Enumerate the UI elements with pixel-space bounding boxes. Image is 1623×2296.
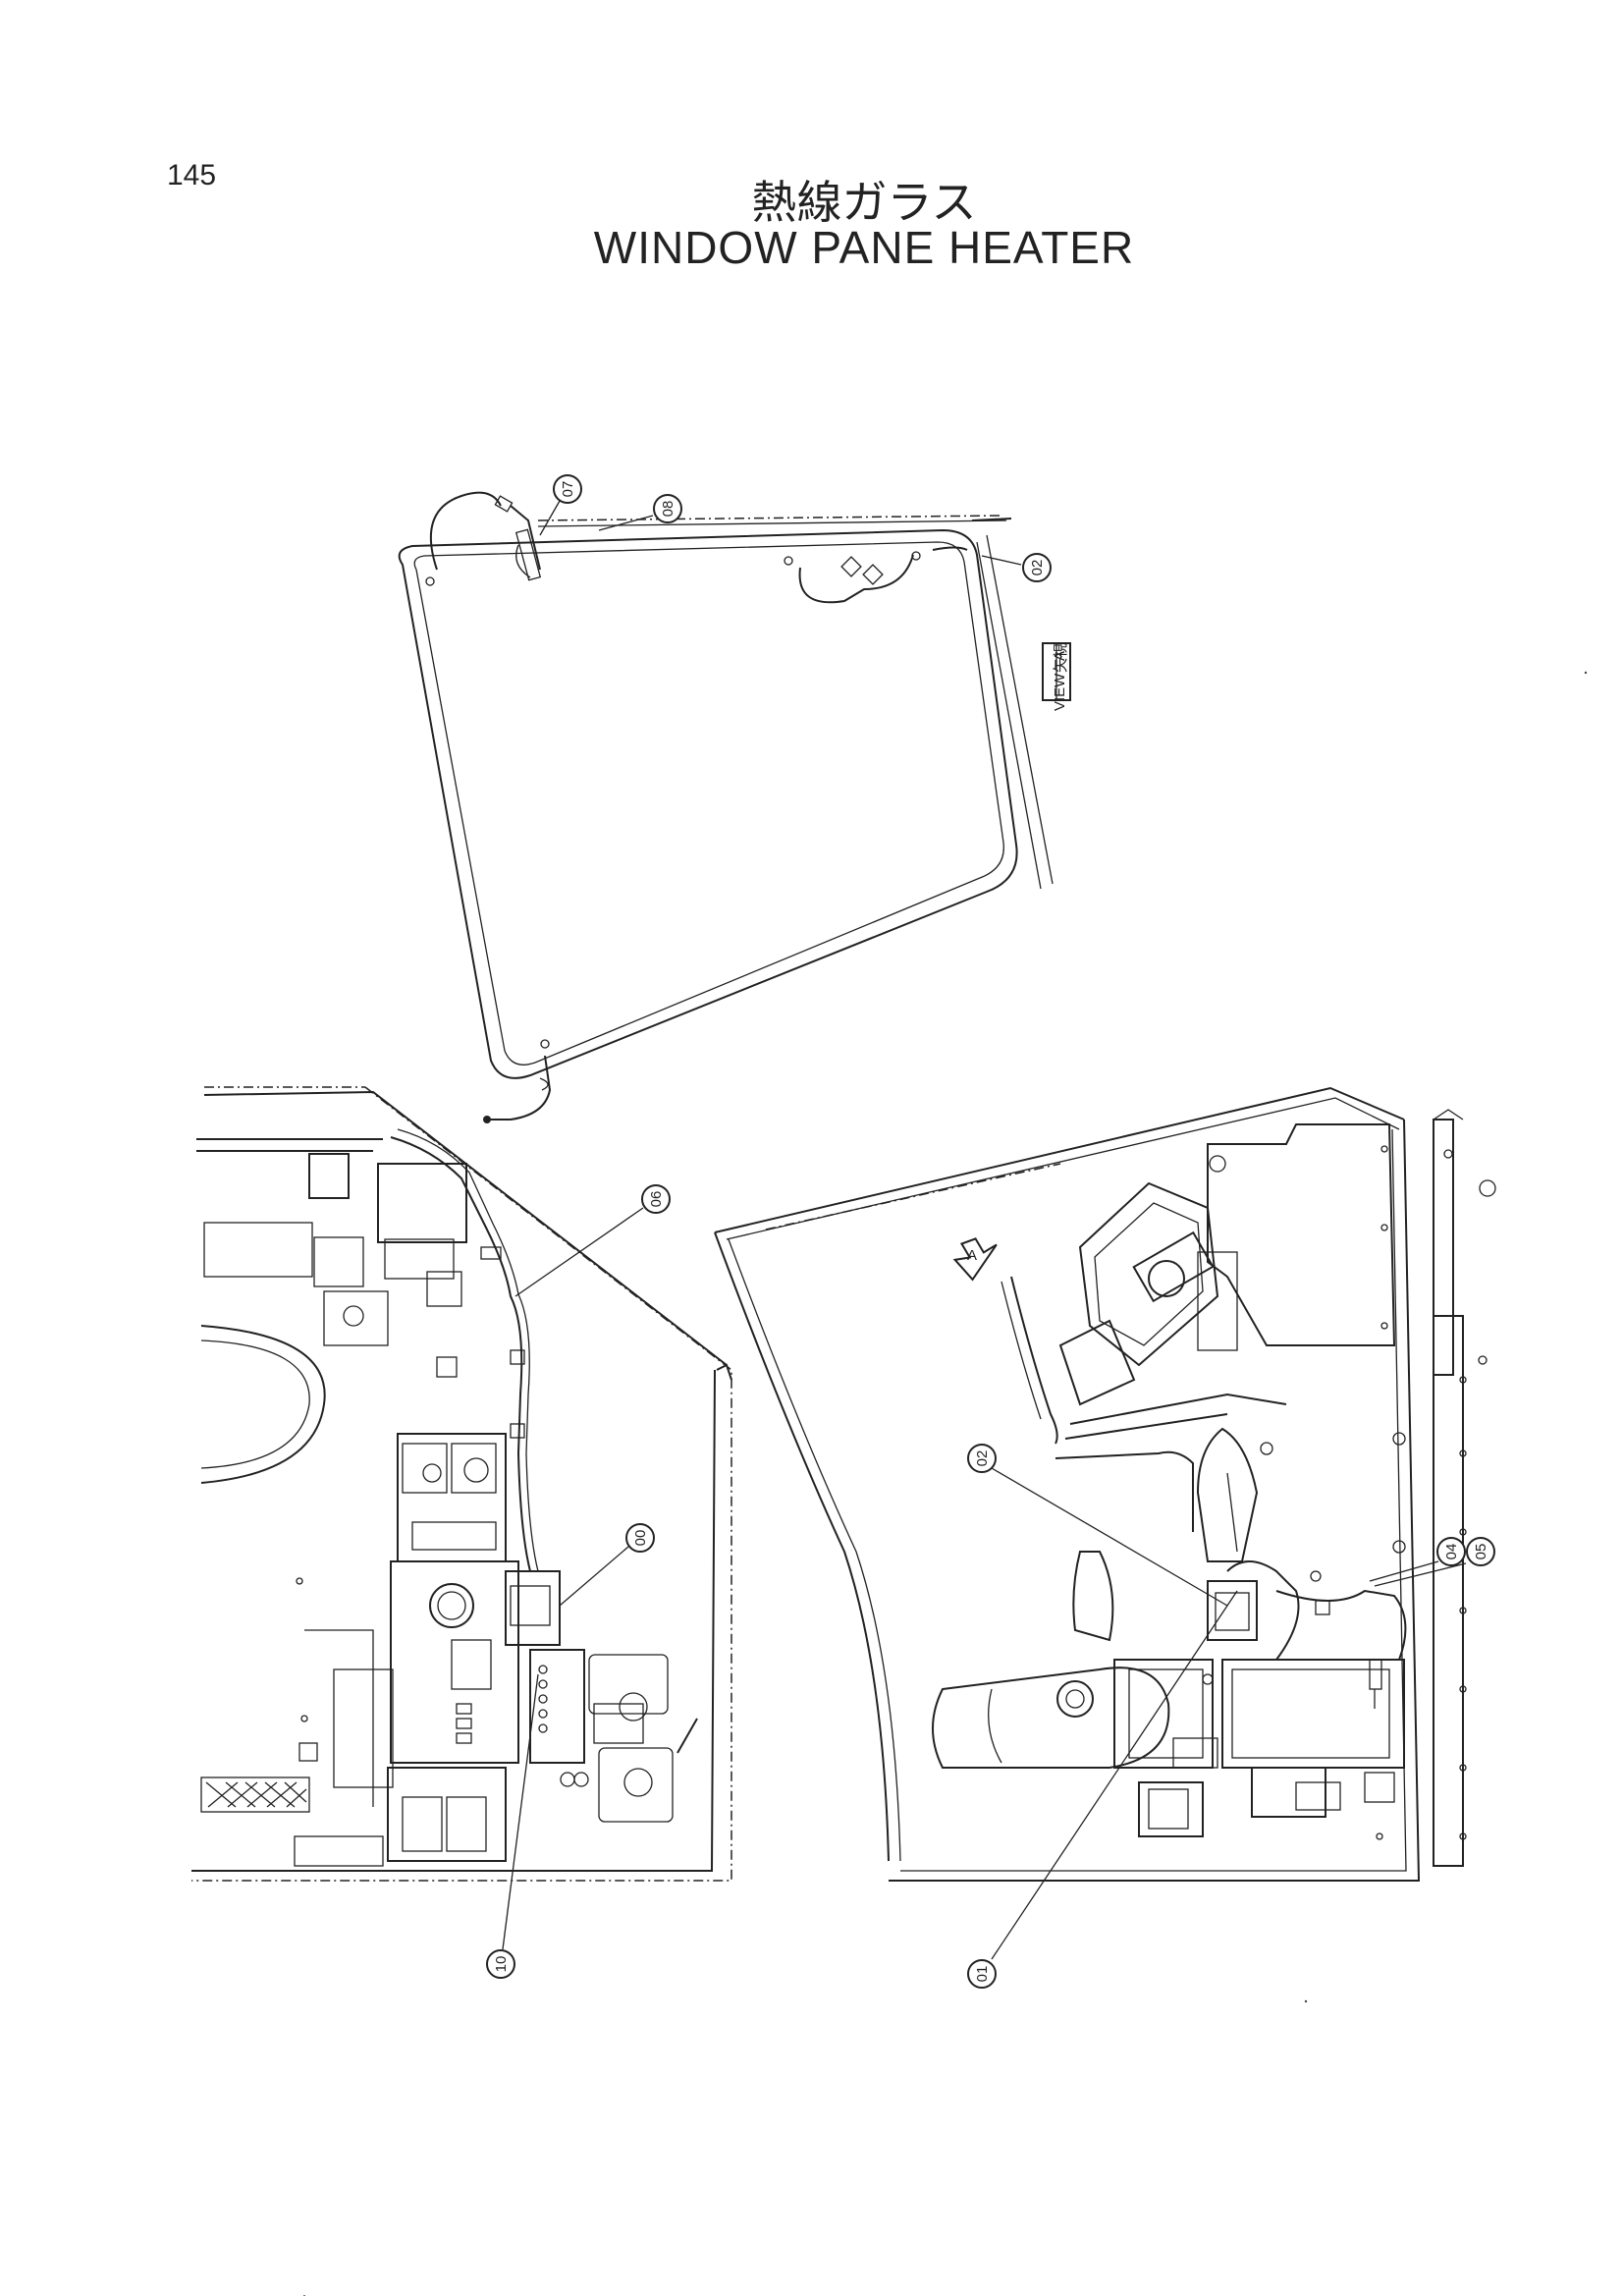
svg-text:06: 06 — [648, 1191, 665, 1208]
svg-text:08: 08 — [660, 501, 676, 518]
view-label-jp: 矢視 — [1053, 643, 1069, 673]
view-a-label: 矢視 VIEW A — [1042, 642, 1071, 711]
svg-text:02: 02 — [1029, 560, 1046, 576]
svg-text:01: 01 — [974, 1966, 991, 1983]
svg-text:02: 02 — [974, 1450, 991, 1467]
page-number: 145 — [167, 159, 217, 191]
callout-07: 07 — [539, 474, 582, 536]
callout-02-right: 02 — [967, 1444, 1228, 1607]
callout-02-top: 02 — [981, 553, 1052, 582]
callout-00: 00 — [559, 1523, 655, 1607]
callout-10: 10 — [486, 1673, 539, 1979]
callout-05: 05 — [1374, 1537, 1495, 1587]
svg-text:05: 05 — [1473, 1544, 1489, 1560]
svg-text:04: 04 — [1443, 1544, 1460, 1560]
callout-01: 01 — [967, 1590, 1238, 1989]
page-title-japanese: 熱線ガラス — [751, 176, 977, 229]
svg-text:00: 00 — [632, 1530, 649, 1547]
view-label-en: VIEW — [1052, 673, 1068, 711]
callout-06: 06 — [514, 1184, 671, 1297]
svg-text:07: 07 — [560, 481, 576, 498]
view-label-letter: A — [1052, 651, 1068, 661]
callout-08: 08 — [598, 494, 682, 531]
svg-text:A: A — [967, 1247, 977, 1264]
window-pane-view — [398, 491, 1054, 1123]
svg-text:10: 10 — [493, 1956, 510, 1973]
page-title-english: WINDOW PANE HEATER — [593, 222, 1135, 273]
callout-04: 04 — [1369, 1537, 1466, 1582]
cab-side-view — [714, 1086, 1496, 1882]
view-arrow-a: A — [952, 1237, 998, 1282]
cab-console-view — [191, 1086, 732, 1882]
